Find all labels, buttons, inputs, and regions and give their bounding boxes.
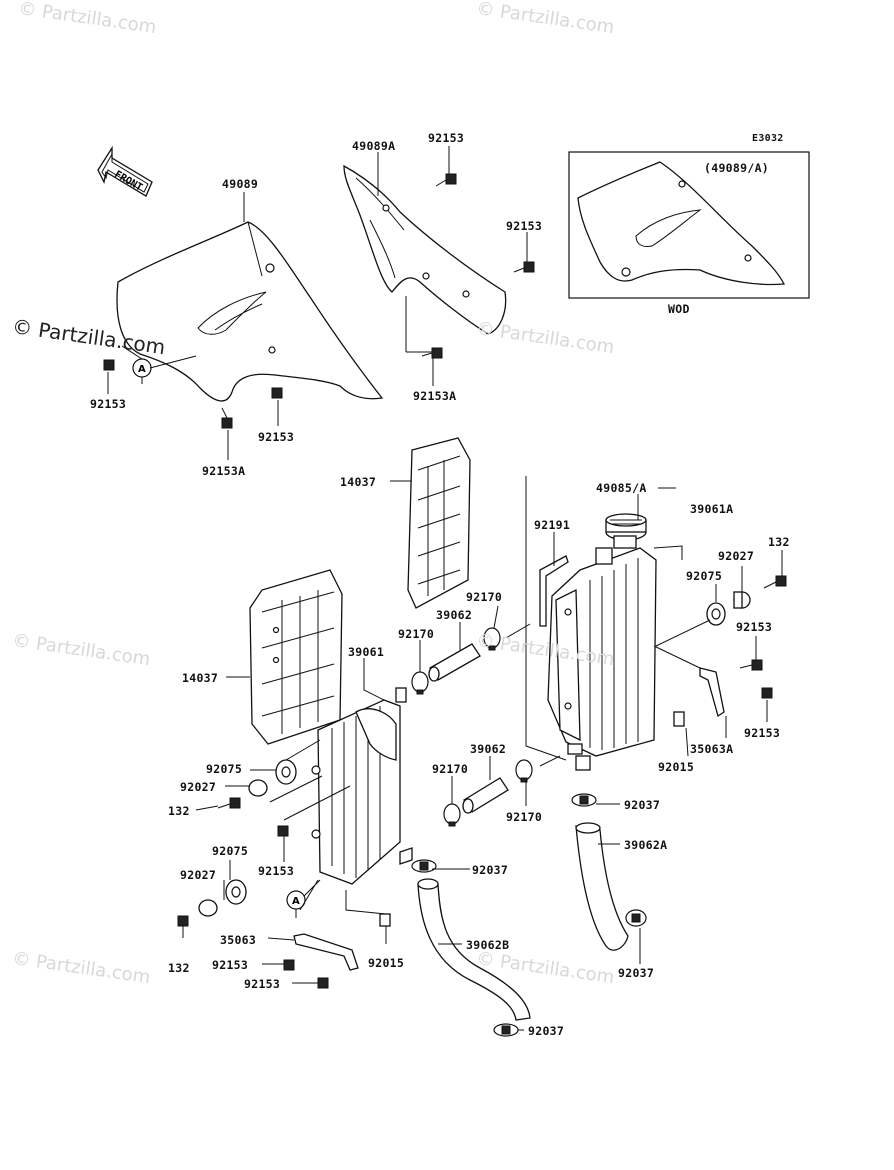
label-92027[interactable]: 92027: [718, 549, 755, 563]
collar-92027-left-bot[interactable]: [198, 899, 218, 917]
label-39062a[interactable]: 39062A: [624, 838, 668, 852]
inset-caption: WOD: [668, 302, 690, 316]
label-92075[interactable]: 92075: [206, 762, 243, 776]
label-92015[interactable]: 92015: [368, 956, 405, 970]
label-92153a[interactable]: 92153A: [202, 464, 246, 478]
bolt-132-left-bot[interactable]: [177, 915, 189, 938]
radiator-guard-top[interactable]: [407, 437, 471, 609]
label-92037[interactable]: 92037: [618, 966, 655, 980]
leader-lines: [107, 146, 783, 1031]
label-92170[interactable]: 92170: [398, 627, 435, 641]
bolt-92153a-center[interactable]: [421, 347, 443, 359]
bolt-92153-right-top[interactable]: [513, 261, 535, 273]
label-92153[interactable]: 92153: [736, 620, 773, 634]
clamp-92170-b[interactable]: [483, 627, 501, 651]
bolt-92153a-left[interactable]: [221, 407, 233, 429]
radiator-guard-left[interactable]: [249, 569, 343, 745]
bolt-132-right[interactable]: [763, 575, 787, 589]
label-92170[interactable]: 92170: [506, 810, 543, 824]
radiator-cap[interactable]: [605, 513, 647, 549]
label-35063a[interactable]: 35063A: [690, 742, 734, 756]
label-92153[interactable]: 92153: [506, 219, 543, 233]
collar-92027-left-top[interactable]: [248, 779, 268, 797]
shroud-49089a[interactable]: [343, 164, 507, 335]
hose-39062-lower[interactable]: [462, 777, 509, 814]
label-49085a[interactable]: 49085/A: [596, 481, 647, 495]
label-92015[interactable]: 92015: [658, 760, 695, 774]
label-92170[interactable]: 92170: [432, 762, 469, 776]
inset-box: [568, 151, 810, 299]
bolt-92153-rad-left[interactable]: [277, 825, 289, 837]
label-92037[interactable]: 92037: [472, 863, 509, 877]
overflow-hose[interactable]: [539, 555, 569, 627]
label-39062[interactable]: 39062: [436, 608, 473, 622]
label-49089[interactable]: 49089: [222, 177, 259, 191]
hose-39062-upper[interactable]: [428, 643, 481, 682]
clamp-92170-c[interactable]: [443, 803, 461, 827]
clamp-92037-a[interactable]: [571, 793, 597, 807]
bolt-92153-bracket2[interactable]: [317, 977, 329, 989]
clamp-92037-c[interactable]: [411, 859, 437, 873]
label-49089a[interactable]: 49089A: [352, 139, 396, 153]
label-92153[interactable]: 92153: [258, 430, 295, 444]
clamp-92037-d[interactable]: [493, 1023, 519, 1037]
label-92153[interactable]: 92153: [244, 977, 281, 991]
marker-a-top: A: [132, 358, 152, 378]
bolt-92153-rad-right2[interactable]: [761, 687, 773, 699]
bolt-92153-bracket1[interactable]: [283, 959, 295, 971]
label-92153[interactable]: 92153: [90, 397, 127, 411]
clip-92015-left[interactable]: [379, 913, 391, 927]
diagram-code: E3032: [752, 133, 784, 144]
radiator-shroud-left[interactable]: [116, 221, 384, 402]
marker-a-bottom: A: [286, 890, 306, 910]
bolt-92153-left[interactable]: [103, 359, 115, 371]
bracket-35063a[interactable]: [699, 667, 725, 718]
grommet-92075-right[interactable]: [706, 602, 726, 626]
bolt-92153-shroud-bottom[interactable]: [271, 387, 283, 399]
bolt-92153-top[interactable]: [435, 173, 457, 187]
collar-92027-right[interactable]: [733, 591, 751, 609]
bracket-35063[interactable]: [293, 933, 359, 971]
label-92153[interactable]: 92153: [428, 131, 465, 145]
marker-a-bottom-label: A: [292, 896, 300, 907]
label-92037[interactable]: 92037: [528, 1024, 565, 1038]
radiator-left[interactable]: [311, 687, 413, 885]
label-39062b[interactable]: 39062B: [466, 938, 510, 952]
label-92153[interactable]: 92153: [258, 864, 295, 878]
label-92153[interactable]: 92153: [744, 726, 781, 740]
label-92027[interactable]: 92027: [180, 868, 217, 882]
grommet-92075-left-top[interactable]: [275, 759, 297, 785]
label-92037[interactable]: 92037: [624, 798, 661, 812]
label-92170[interactable]: 92170: [466, 590, 503, 604]
label-92153[interactable]: 92153: [212, 958, 249, 972]
inset-title: (49089/A): [704, 161, 770, 175]
marker-a-top-label: A: [138, 364, 146, 375]
label-132[interactable]: 132: [168, 961, 190, 975]
clip-92015-right[interactable]: [673, 711, 685, 727]
label-92075[interactable]: 92075: [686, 569, 723, 583]
label-39061[interactable]: 39061: [348, 645, 385, 659]
bolt-132-left-top[interactable]: [217, 797, 241, 809]
label-14037[interactable]: 14037: [340, 475, 377, 489]
label-92075[interactable]: 92075: [212, 844, 249, 858]
label-132[interactable]: 132: [168, 804, 190, 818]
label-92153a[interactable]: 92153A: [413, 389, 457, 403]
label-39062[interactable]: 39062: [470, 742, 507, 756]
label-92191[interactable]: 92191: [534, 518, 571, 532]
hose-39062b[interactable]: [417, 878, 531, 1021]
label-39061a[interactable]: 39061A: [690, 502, 734, 516]
clamp-92170-d[interactable]: [515, 759, 533, 783]
label-35063[interactable]: 35063: [220, 933, 257, 947]
label-92027[interactable]: 92027: [180, 780, 217, 794]
front-arrow: FRONT: [97, 145, 153, 197]
clamp-92037-b[interactable]: [625, 909, 647, 927]
clamp-92170-a[interactable]: [411, 671, 429, 695]
radiator-right[interactable]: [547, 547, 657, 771]
bolt-92153-rad-right1[interactable]: [739, 659, 763, 671]
hose-39062a[interactable]: [575, 822, 629, 951]
grommet-92075-left-bot[interactable]: [225, 879, 247, 905]
label-132[interactable]: 132: [768, 535, 790, 549]
label-14037[interactable]: 14037: [182, 671, 219, 685]
